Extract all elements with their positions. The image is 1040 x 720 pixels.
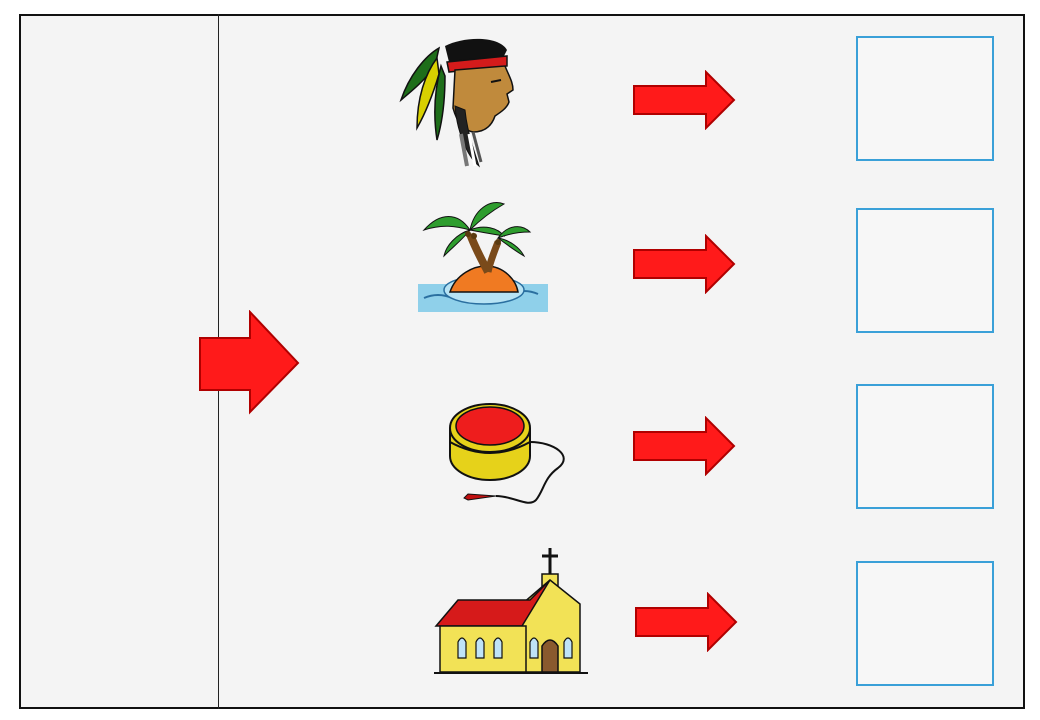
red-arrow-icon [633,234,736,294]
palm-island-icon [418,202,548,312]
red-arrow-icon [635,592,738,652]
left-panel [21,16,218,707]
red-arrow-icon [633,70,736,130]
answer-box[interactable] [856,384,994,509]
answer-box[interactable] [856,208,994,333]
chief-headdress-icon [399,38,514,168]
answer-box[interactable] [856,36,994,161]
big-red-arrow-icon [199,310,300,415]
red-arrow-icon [633,416,736,476]
church-icon [434,548,588,674]
answer-box[interactable] [856,561,994,686]
yoyo-icon [449,403,565,504]
